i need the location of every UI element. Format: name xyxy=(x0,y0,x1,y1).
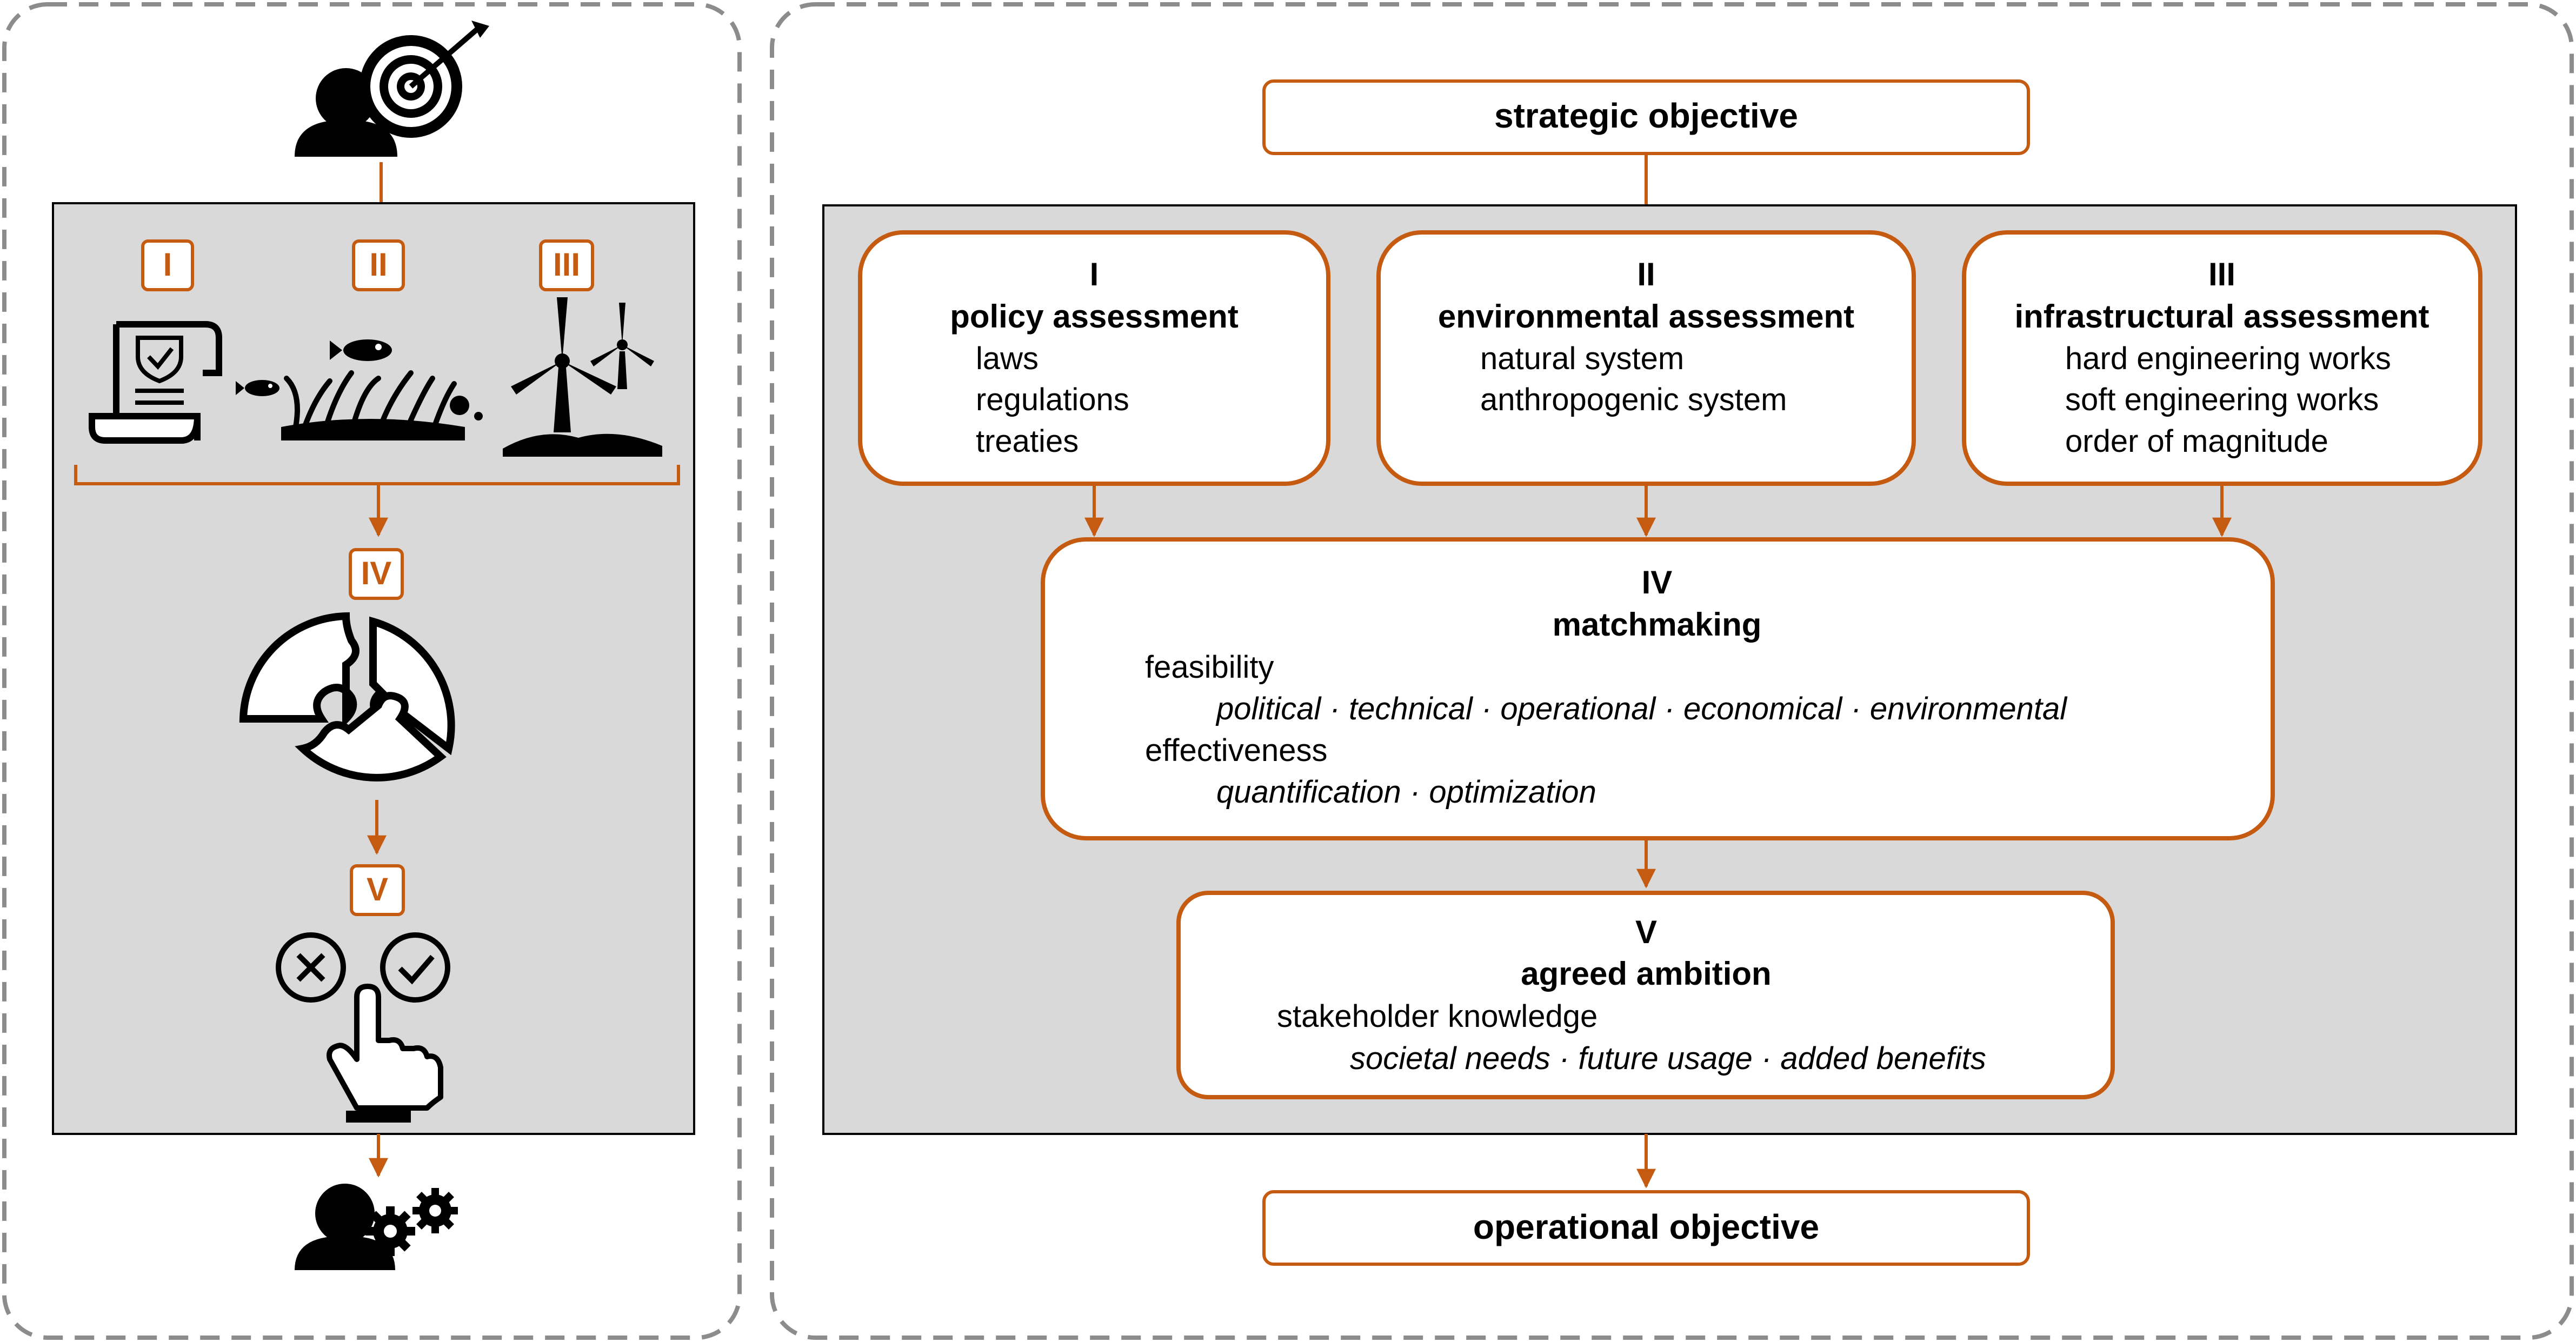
svg-text:V: V xyxy=(367,871,388,907)
matchmaking-box xyxy=(1041,537,2275,840)
stakeholder-detail: societal needs · future usage · added be… xyxy=(1350,1041,1986,1076)
policy-item: laws xyxy=(976,341,1039,376)
effectiveness-detail: quantification · optimization xyxy=(1216,775,1596,810)
infrastructural-title: infrastructural assessment xyxy=(2015,298,2429,335)
step-badge-2: II xyxy=(352,239,405,291)
step-badge-3: III xyxy=(539,239,594,291)
policy-title: policy assessment xyxy=(950,298,1239,335)
right-dashed-frame xyxy=(770,2,2574,1340)
matchmaking-numeral: IV xyxy=(1642,564,1673,600)
svg-text:I: I xyxy=(163,246,172,283)
step-badge-4: IV xyxy=(349,548,404,600)
environmental-title: environmental assessment xyxy=(1438,298,1854,335)
strategic-objective-label: strategic objective xyxy=(1494,96,1798,135)
puzzle-icon xyxy=(239,612,455,782)
agreed-title: agreed ambition xyxy=(1521,956,1771,992)
matchmaking-title: matchmaking xyxy=(1553,606,1762,643)
agreed-ambition-box xyxy=(1176,891,2115,1099)
feasibility-label: feasibility xyxy=(1145,650,1274,685)
fish-reef-icon xyxy=(236,339,483,440)
infrastructural-numeral: III xyxy=(2208,256,2235,292)
left-dashed-frame xyxy=(2,2,742,1340)
environmental-numeral: II xyxy=(1637,256,1655,292)
infrastructural-item: soft engineering works xyxy=(2065,382,2379,417)
infrastructural-item: order of magnitude xyxy=(2065,424,2328,459)
svg-text:III: III xyxy=(553,246,580,283)
svg-text:II: II xyxy=(369,246,387,283)
policy-item: regulations xyxy=(976,382,1129,417)
environmental-item: anthropogenic system xyxy=(1480,382,1787,417)
environmental-item: natural system xyxy=(1480,341,1684,376)
step-badge-5: V xyxy=(350,864,405,916)
operational-objective-label: operational objective xyxy=(1473,1207,1819,1246)
svg-text:IV: IV xyxy=(361,555,392,591)
person-gears-icon xyxy=(295,1184,458,1270)
step-badge-1: I xyxy=(141,239,194,291)
policy-document-icon xyxy=(89,321,222,444)
stakeholder-label: stakeholder knowledge xyxy=(1277,999,1597,1034)
policy-numeral: I xyxy=(1090,256,1099,292)
decision-hand-icon xyxy=(276,932,450,1123)
feasibility-detail: political · technical · operational · ec… xyxy=(1215,691,2068,726)
operational-objective-box xyxy=(1262,1190,2030,1266)
effectiveness-label: effectiveness xyxy=(1145,733,1327,768)
person-target-icon xyxy=(295,21,489,157)
policy-item: treaties xyxy=(976,424,1079,459)
infrastructural-item: hard engineering works xyxy=(2065,341,2391,376)
agreed-numeral: V xyxy=(1635,914,1657,950)
wind-turbine-icon xyxy=(503,297,662,457)
